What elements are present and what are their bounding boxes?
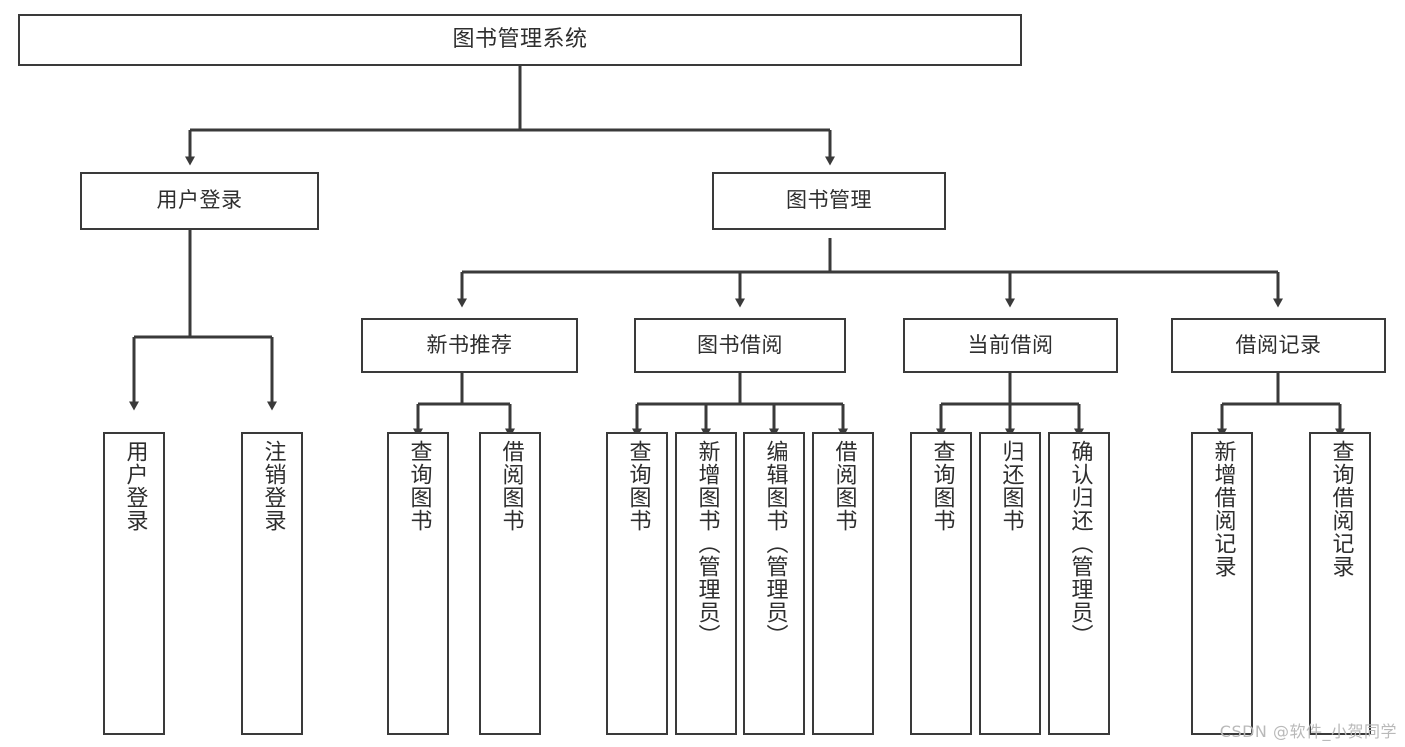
edges-booklmanage-to-level2 (457, 238, 1283, 308)
edges-bookborrow-to-leaves (632, 373, 848, 438)
node-label: 新书推荐 (426, 332, 513, 357)
node-label: 借阅记录 (1235, 332, 1322, 357)
node-book-management-system[interactable]: 图书管理系统 (18, 14, 1022, 66)
leaf-borrow-book[interactable]: 借阅图书 (812, 432, 874, 735)
edges-root-to-level1 (185, 66, 835, 166)
node-book-borrow[interactable]: 图书借阅 (634, 318, 846, 373)
leaf-label: 查询图书 (929, 440, 955, 532)
leaf-label: 借阅图书 (831, 440, 857, 532)
node-label: 用户登录 (156, 188, 243, 213)
leaf-add-borrow-record[interactable]: 新增借阅记录 (1191, 432, 1253, 735)
leaf-confirm-return-admin[interactable]: 确认归还（管理员） (1048, 432, 1110, 735)
leaf-borrow-book-new[interactable]: 借阅图书 (479, 432, 541, 735)
leaf-return-book[interactable]: 归还图书 (979, 432, 1041, 735)
leaf-label: 确认归还（管理员） (1067, 440, 1093, 647)
leaf-add-book-admin[interactable]: 新增图书（管理员） (675, 432, 737, 735)
node-label: 图书管理系统 (452, 26, 588, 52)
leaf-label: 注销登录 (260, 440, 286, 532)
leaf-query-book-current[interactable]: 查询图书 (910, 432, 972, 735)
leaf-query-book-new[interactable]: 查询图书 (387, 432, 449, 735)
node-current-borrow[interactable]: 当前借阅 (903, 318, 1118, 373)
leaf-query-book-borrow[interactable]: 查询图书 (606, 432, 668, 735)
node-label: 当前借阅 (967, 332, 1054, 357)
node-new-book-recommend[interactable]: 新书推荐 (361, 318, 578, 373)
node-label: 图书借阅 (697, 332, 783, 357)
leaf-label: 新增图书（管理员） (694, 440, 720, 647)
leaf-edit-book-admin[interactable]: 编辑图书（管理员） (743, 432, 805, 735)
edges-borrowrecord-to-leaves (1217, 373, 1345, 438)
edges-currentborrow-to-leaves (936, 373, 1084, 438)
leaf-label: 查询图书 (625, 440, 651, 532)
leaf-query-borrow-record[interactable]: 查询借阅记录 (1309, 432, 1371, 735)
edges-userlogin-to-leaves (129, 230, 277, 411)
leaf-label: 查询借阅记录 (1328, 440, 1354, 578)
leaf-label: 归还图书 (998, 440, 1024, 532)
csdn-watermark: CSDN @软件_小贺同学 (1219, 722, 1397, 741)
node-label: 图书管理 (786, 188, 872, 213)
leaf-label: 借阅图书 (498, 440, 524, 532)
edges-newbookrec-to-leaves (413, 373, 515, 438)
leaf-label: 查询图书 (406, 440, 432, 532)
leaf-label: 新增借阅记录 (1210, 440, 1236, 578)
leaf-user-login[interactable]: 用户登录 (103, 432, 165, 735)
node-borrow-record[interactable]: 借阅记录 (1171, 318, 1386, 373)
leaf-label: 用户登录 (122, 440, 148, 532)
node-book-manage[interactable]: 图书管理 (712, 172, 946, 230)
node-user-login[interactable]: 用户登录 (80, 172, 319, 230)
leaf-logout[interactable]: 注销登录 (241, 432, 303, 735)
leaf-label: 编辑图书（管理员） (762, 440, 788, 647)
